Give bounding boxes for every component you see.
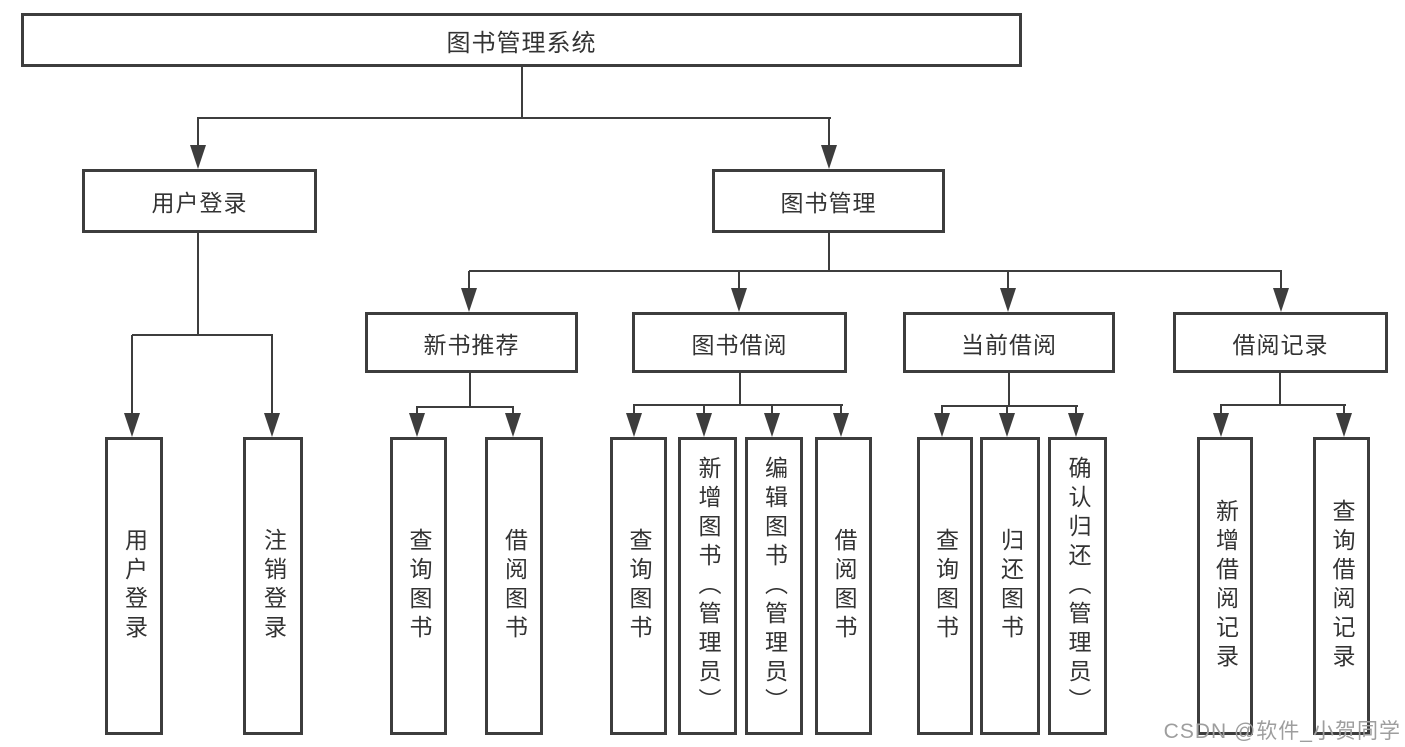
arrow-down-icon — [626, 413, 642, 437]
leaf-label: 查询图书 — [932, 528, 959, 644]
connector-line — [1279, 373, 1281, 405]
leaf-query-borrow-record: 查询借阅记录 — [1313, 437, 1370, 735]
connector-line — [131, 335, 133, 415]
node-user-login: 用户登录 — [82, 169, 317, 233]
node-current-borrow: 当前借阅 — [903, 312, 1115, 373]
leaf-label: 借阅图书 — [501, 528, 528, 644]
connector-line — [633, 404, 843, 406]
arrow-down-icon — [731, 288, 747, 312]
leaf-label: 新增借阅记录 — [1212, 499, 1239, 673]
leaf-query-books-recommend: 查询图书 — [390, 437, 447, 735]
leaf-borrow-books-recommend: 借阅图书 — [485, 437, 543, 735]
leaf-edit-books-admin: 编辑图书（管理员） — [745, 437, 803, 735]
arrow-down-icon — [264, 413, 280, 437]
leaf-query-books-current: 查询图书 — [917, 437, 973, 735]
leaf-add-borrow-record: 新增借阅记录 — [1197, 437, 1253, 735]
arrow-down-icon — [934, 413, 950, 437]
connector-line — [197, 233, 199, 335]
connector-line — [840, 405, 842, 416]
connector-line — [828, 118, 830, 148]
arrow-down-icon — [821, 145, 837, 169]
node-book-management: 图书管理 — [712, 169, 945, 233]
arrow-down-icon — [999, 413, 1015, 437]
leaf-label: 查询图书 — [626, 528, 652, 644]
leaf-label: 用户登录 — [121, 528, 148, 644]
leaf-query-books-borrow: 查询图书 — [610, 437, 667, 735]
node-new-book-recommend: 新书推荐 — [365, 312, 578, 373]
leaf-label: 查询借阅记录 — [1329, 499, 1355, 673]
connector-line — [469, 270, 1282, 272]
connector-line — [771, 405, 773, 416]
arrow-down-icon — [505, 413, 521, 437]
arrow-down-icon — [461, 288, 477, 312]
connector-line — [941, 405, 1078, 407]
connector-line — [1280, 271, 1282, 291]
leaf-label: 编辑图书（管理员） — [761, 455, 788, 717]
leaf-label: 借阅图书 — [831, 528, 857, 644]
watermark-text: CSDN @软件_小贺同学 — [1163, 720, 1401, 743]
arrow-down-icon — [124, 413, 140, 437]
arrow-down-icon — [1000, 288, 1016, 312]
leaf-return-books: 归还图书 — [980, 437, 1040, 735]
connector-line — [1220, 405, 1222, 416]
connector-line — [1007, 271, 1009, 291]
connector-line — [1006, 406, 1008, 416]
connector-line — [416, 406, 514, 408]
leaf-logout: 注销登录 — [243, 437, 303, 735]
connector-line — [132, 334, 273, 336]
arrow-down-icon — [1336, 413, 1352, 437]
leaf-borrow-books: 借阅图书 — [815, 437, 872, 735]
leaf-user-login: 用户登录 — [105, 437, 163, 735]
connector-line — [197, 117, 831, 119]
leaf-label: 确认归还（管理员） — [1065, 455, 1091, 717]
leaf-confirm-return-admin: 确认归还（管理员） — [1048, 437, 1107, 735]
connector-line — [1008, 373, 1010, 406]
connector-line — [703, 405, 705, 416]
arrow-down-icon — [1213, 413, 1229, 437]
connector-line — [1220, 404, 1346, 406]
node-borrow-records: 借阅记录 — [1173, 312, 1388, 373]
connector-line — [738, 271, 740, 291]
connector-line — [941, 406, 943, 416]
arrow-down-icon — [1068, 413, 1084, 437]
arrow-down-icon — [833, 413, 849, 437]
leaf-label: 查询图书 — [406, 528, 432, 644]
connector-line — [469, 373, 471, 407]
connector-line — [1343, 405, 1345, 416]
connector-line — [512, 407, 514, 416]
node-root: 图书管理系统 — [21, 13, 1022, 67]
connector-line — [739, 373, 741, 405]
connector-line — [271, 335, 273, 415]
connector-line — [468, 271, 470, 291]
node-book-borrow: 图书借阅 — [632, 312, 847, 373]
connector-line — [197, 118, 199, 148]
leaf-add-books-admin: 新增图书（管理员） — [678, 437, 737, 735]
arrow-down-icon — [1273, 288, 1289, 312]
arrow-down-icon — [696, 413, 712, 437]
arrow-down-icon — [764, 413, 780, 437]
connector-line — [521, 67, 523, 118]
connector-line — [416, 407, 418, 416]
arrow-down-icon — [190, 145, 206, 169]
connector-line — [1075, 406, 1077, 416]
leaf-label: 新增图书（管理员） — [695, 455, 721, 717]
arrow-down-icon — [409, 413, 425, 437]
connector-line — [828, 233, 830, 271]
leaf-label: 注销登录 — [260, 528, 287, 644]
connector-line — [633, 405, 635, 416]
leaf-label: 归还图书 — [997, 528, 1024, 644]
